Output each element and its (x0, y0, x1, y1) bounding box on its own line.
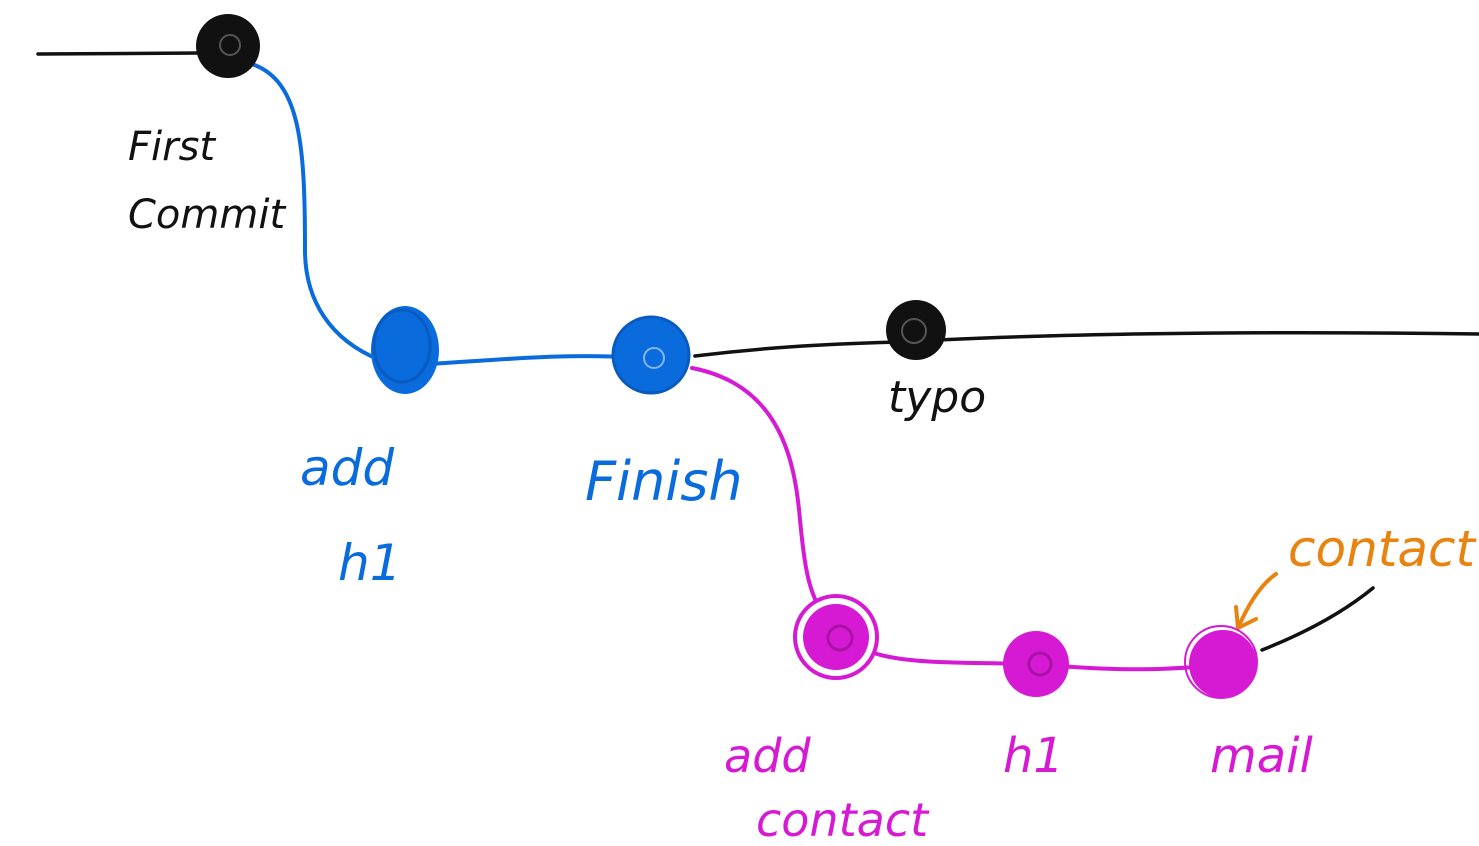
main-line-start (36, 51, 202, 56)
branch-pointer-contact: contact (1288, 520, 1478, 578)
commit-node-typo (886, 300, 946, 360)
commit-node-add-h1 (371, 306, 439, 394)
pointer-arrow-icon (1234, 572, 1278, 630)
commit-node-mail (1184, 625, 1258, 699)
contact-tail-line (1260, 586, 1375, 652)
label-typo: typo (888, 372, 986, 423)
commit-node-h1 (1003, 631, 1069, 697)
label-add-contact-line2: contact (756, 793, 930, 846)
feature-branch-line (243, 60, 642, 368)
commit-node-first (196, 14, 260, 78)
label-h1: h1 (1003, 728, 1064, 784)
label-add-h1-line1: add (300, 439, 394, 497)
label-first-commit-line2: Commit (128, 192, 286, 238)
label-finish: Finish (585, 450, 743, 513)
commit-node-finish (611, 315, 691, 395)
label-add-h1-line2: h1 (338, 534, 402, 592)
commit-node-add-contact (793, 594, 879, 680)
label-add-contact-line1: add (724, 729, 811, 783)
label-mail: mail (1210, 728, 1314, 784)
label-first-commit-line1: First (128, 124, 216, 170)
main-line-continued (693, 330, 1479, 358)
